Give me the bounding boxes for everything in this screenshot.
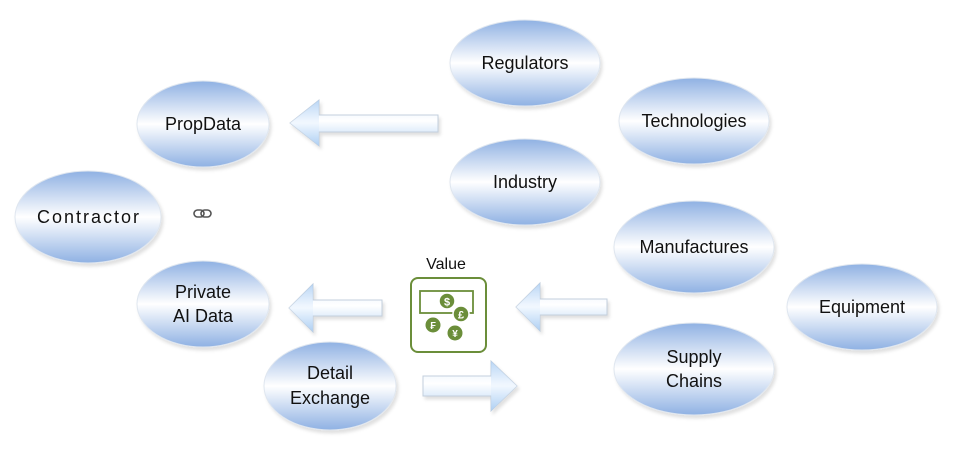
chain-link-icon	[193, 209, 212, 218]
node-label-line-1: Supply	[666, 347, 721, 367]
node-label: PropData	[165, 114, 242, 134]
ellipse-shape	[14, 170, 162, 264]
arrow-head	[516, 283, 540, 331]
value-label: Value	[426, 256, 466, 273]
franc-coin	[425, 317, 441, 333]
ellipse-shape	[786, 263, 938, 351]
arrow-to-propdata	[289, 98, 439, 148]
ellipse-shape	[136, 80, 270, 168]
node-label-line-2: Exchange	[290, 388, 370, 408]
arrow-to-private-ai-data	[288, 282, 383, 334]
ellipse-shape	[449, 138, 601, 226]
node-label-line-2: Chains	[666, 371, 722, 391]
yen-coin	[447, 325, 463, 341]
node-label: Regulators	[481, 53, 568, 73]
arrow-from-detail-exchange	[422, 359, 518, 413]
arrow-head	[290, 100, 319, 146]
node-manufactures: Manufactures	[613, 200, 775, 294]
node-supply-chains: Supply Chains	[613, 322, 775, 416]
node-label: Industry	[493, 172, 557, 192]
node-private-ai-data: Private AI Data	[136, 260, 270, 348]
value-node: Value $ £ ₣ ¥	[410, 256, 487, 353]
node-technologies: Technologies	[618, 77, 770, 165]
ellipse-shape	[136, 260, 270, 348]
node-label: Manufactures	[639, 237, 748, 257]
yen-symbol: ¥	[452, 329, 458, 340]
node-label: Contractor	[37, 207, 141, 227]
dollar-symbol: $	[444, 297, 450, 309]
node-propdata: PropData	[136, 80, 270, 168]
ellipse-shape	[613, 322, 775, 416]
node-label: Technologies	[641, 111, 746, 131]
ellipse-shape	[449, 19, 601, 107]
pound-symbol: £	[458, 310, 464, 322]
ellipse-shape	[618, 77, 770, 165]
arrow-head	[491, 361, 517, 411]
node-label: Equipment	[819, 297, 905, 317]
node-contractor: Contractor	[14, 170, 162, 264]
pound-coin	[452, 305, 470, 323]
arrow-head	[289, 284, 313, 332]
node-regulators: Regulators	[449, 19, 601, 107]
ellipse-shape	[613, 200, 775, 294]
node-detail-exchange: Detail Exchange	[263, 341, 397, 431]
node-label-line-1: Private	[175, 282, 231, 302]
node-equipment: Equipment	[786, 263, 938, 351]
currency-exchange-icon: $ £ ₣ ¥	[410, 277, 487, 353]
dollar-coin	[438, 292, 456, 310]
node-label-line-2: AI Data	[173, 306, 234, 326]
node-industry: Industry	[449, 138, 601, 226]
franc-symbol: ₣	[430, 321, 436, 332]
ellipse-shape	[263, 341, 397, 431]
arrow-to-value	[515, 281, 608, 333]
node-label-line-1: Detail	[307, 363, 353, 383]
